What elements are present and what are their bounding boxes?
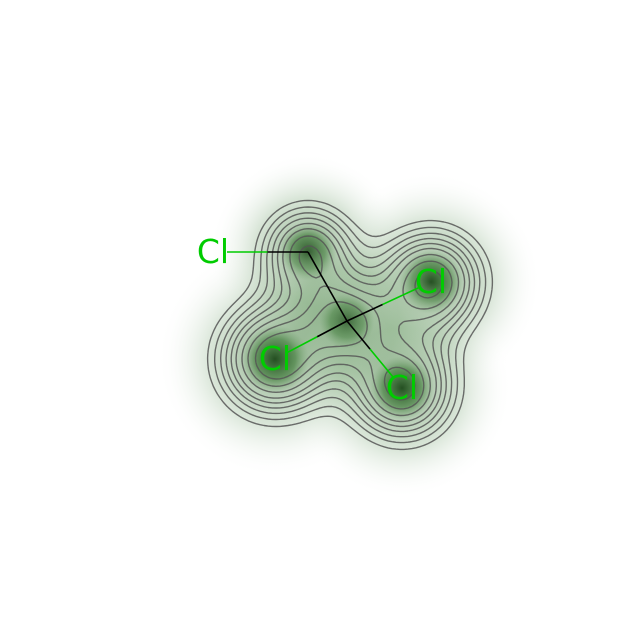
contour-level-3 bbox=[225, 217, 476, 433]
contour-level-6 bbox=[241, 235, 460, 417]
density-contours bbox=[206, 199, 494, 451]
contour-level-8 bbox=[254, 269, 444, 401]
contour-level-5 bbox=[235, 228, 466, 423]
bonds bbox=[227, 251, 419, 378]
bond-3-half-0 bbox=[316, 320, 348, 338]
bond-4-half-0 bbox=[346, 320, 371, 350]
atom-label-cl-4: Cl bbox=[259, 339, 291, 378]
contour-level-0 bbox=[206, 199, 494, 451]
contour-level-2 bbox=[220, 212, 481, 438]
bond-3-half-1 bbox=[287, 336, 318, 354]
electron-density-map bbox=[157, 153, 542, 499]
density-core-a4 bbox=[240, 324, 310, 394]
atom-label-cl-2: Cl bbox=[415, 262, 447, 301]
atom-label-cl-5: Cl bbox=[386, 368, 418, 407]
bond-4-half-1 bbox=[369, 348, 394, 378]
bond-1-half-0 bbox=[307, 251, 329, 287]
contour-level-7 bbox=[247, 245, 453, 410]
atom-label-cl-0: Cl bbox=[197, 232, 229, 271]
bond-2-half-1 bbox=[382, 287, 419, 306]
contour-level-1 bbox=[214, 206, 487, 444]
bond-1-half-1 bbox=[326, 286, 348, 322]
bond-2-half-0 bbox=[346, 303, 383, 322]
contour-level-4 bbox=[230, 222, 471, 428]
